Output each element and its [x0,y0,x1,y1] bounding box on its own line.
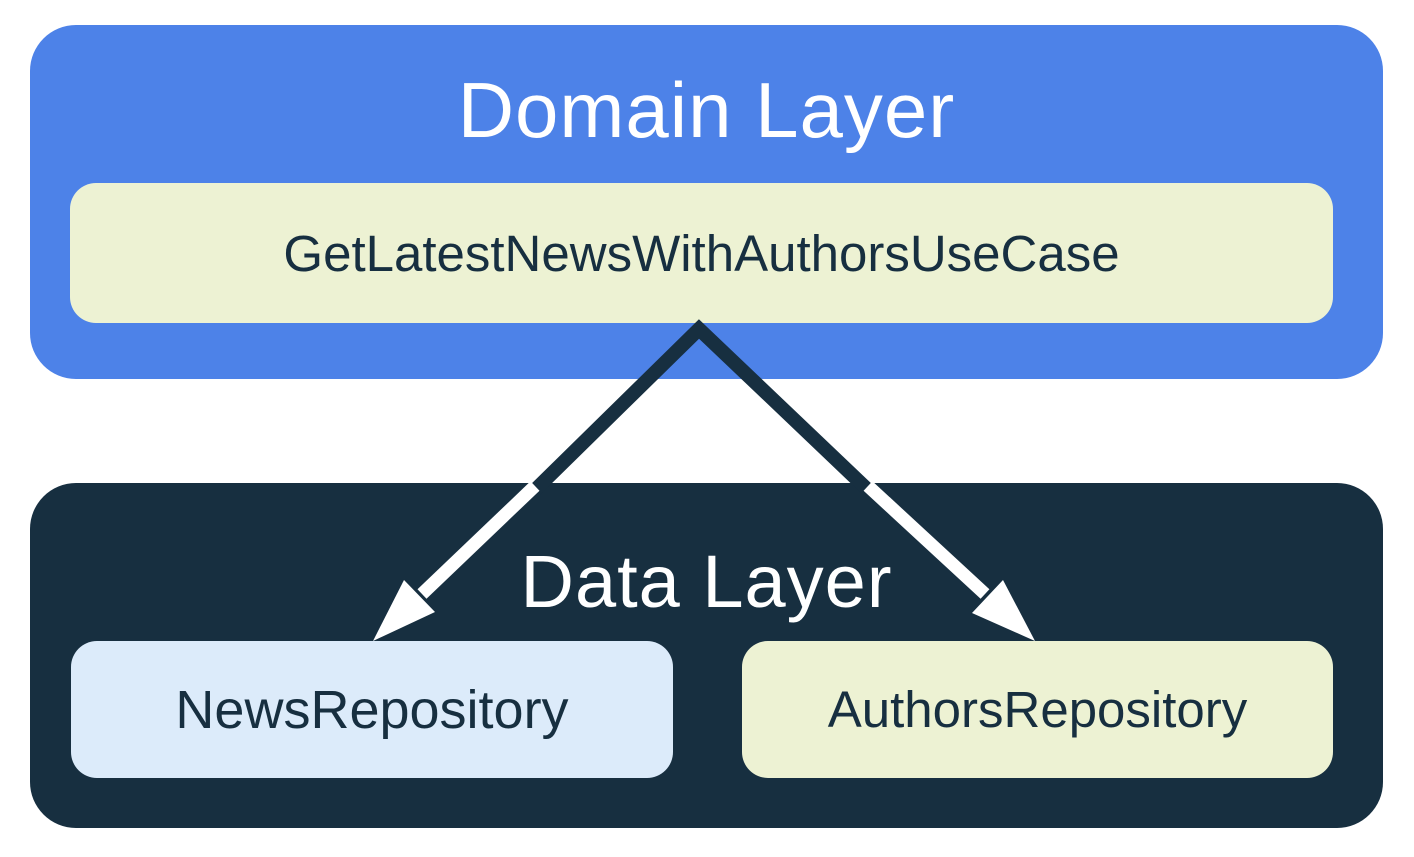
authors-repository-node: AuthorsRepository [742,641,1333,778]
authors-repository-label: AuthorsRepository [827,681,1248,738]
usecase-node: GetLatestNewsWithAuthorsUseCase [70,183,1333,323]
news-repository-label: NewsRepository [175,679,569,740]
data-layer-title: Data Layer [520,539,893,623]
domain-layer-box: Domain Layer GetLatestNewsWithAuthorsUse… [30,25,1383,379]
news-repository-node: NewsRepository [71,641,673,778]
domain-layer-title: Domain Layer [457,65,956,154]
usecase-node-label: GetLatestNewsWithAuthorsUseCase [283,224,1120,282]
data-layer-box: Data Layer NewsRepository AuthorsReposit… [30,483,1383,828]
